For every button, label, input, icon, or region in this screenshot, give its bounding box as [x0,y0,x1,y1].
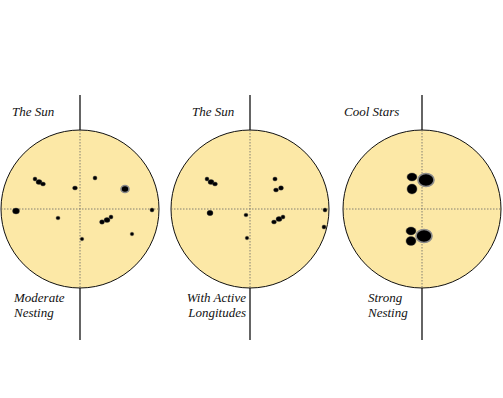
panel-caption: With Active Longitudes [176,290,246,320]
rotation-axis [249,95,250,130]
starspot [93,176,97,180]
panel-heading: The Sun [12,104,54,119]
star-disk-panel: The SunWith Active Longitudes [170,90,331,350]
starspot [207,210,213,215]
starspot [100,220,105,224]
equator-dotted [1,209,159,210]
starspot [244,213,248,217]
starspot [73,186,78,190]
starspot [406,237,416,246]
starspot [109,215,113,219]
equator-dotted [343,209,501,210]
starspot [407,184,417,194]
panel-heading: The Sun [192,104,234,119]
star-disk [343,130,501,288]
starspot [323,208,327,212]
panel-caption: Strong Nesting [368,290,426,320]
rotation-axis [421,288,422,340]
starspot [13,208,20,214]
panel-heading: Cool Stars [344,104,399,119]
starspot [213,182,218,186]
rotation-axis [421,95,422,130]
star-disk-svg [342,90,503,350]
star-disk-panel: Cool StarsStrong Nesting [342,90,503,350]
starspot [80,237,84,241]
starspot [130,232,134,236]
starspot [279,186,284,190]
starspot [418,174,434,187]
star-disk-panel: The SunModerate Nesting [0,90,161,350]
starspot [281,215,285,219]
starspot [322,225,326,229]
starspot [416,230,432,243]
starspot [274,188,279,192]
equator-dotted [171,209,329,210]
rotation-axis [249,288,250,340]
starspot [41,182,46,186]
rotation-axis [79,95,80,130]
starspot [407,173,417,181]
rotation-axis [79,288,80,340]
starspot [273,177,277,181]
starspot [245,236,249,240]
star-disk [171,130,329,288]
starspot [150,208,154,212]
starspot [104,218,110,223]
starspot [406,227,416,235]
starspot [56,216,60,220]
starspot [272,220,277,224]
starspot [121,186,129,193]
star-disk [1,130,159,288]
panel-caption: Moderate Nesting [14,290,78,320]
